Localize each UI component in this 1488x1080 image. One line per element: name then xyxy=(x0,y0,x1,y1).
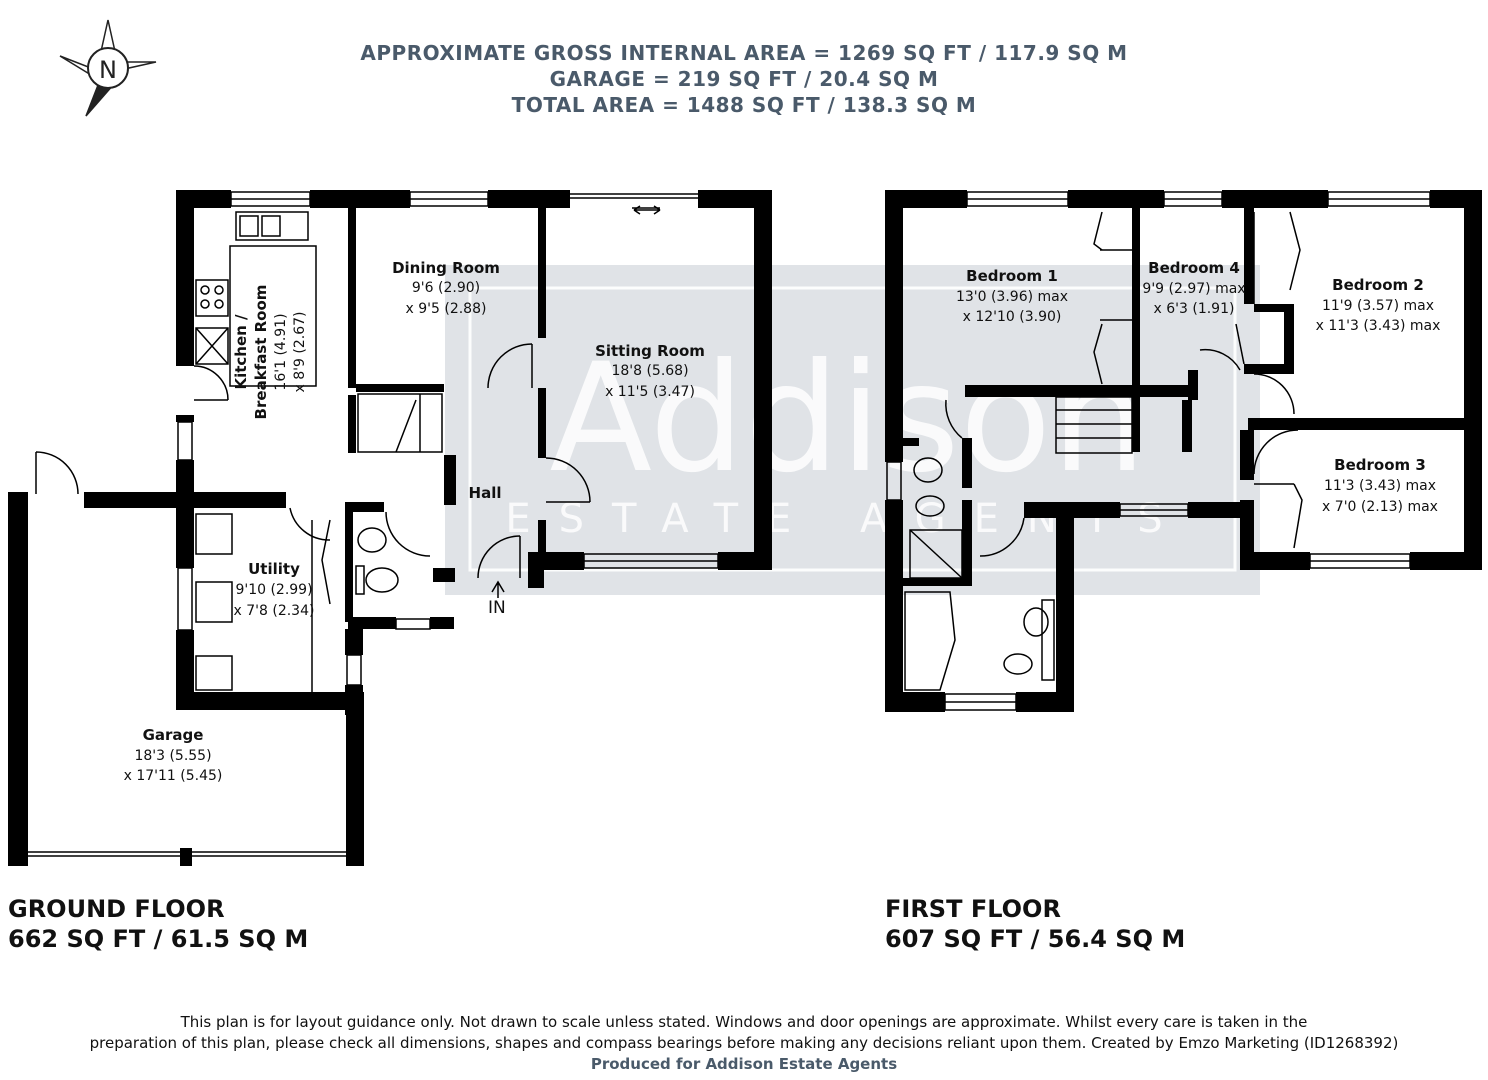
compass-letter: N xyxy=(99,56,117,84)
entrance-label: IN xyxy=(488,598,506,618)
ground-floor-area: 662 SQ FT / 61.5 SQ M xyxy=(8,925,309,953)
total-area: TOTAL AREA = 1488 SQ FT / 138.3 SQ M xyxy=(511,93,977,117)
bedroom4-dim1: 9'9 (2.97) max xyxy=(1142,281,1245,297)
hall-name: Hall xyxy=(469,484,502,502)
kitchen-dim2: x 8'9 (2.67) xyxy=(292,312,308,393)
kitchen-name-2: Breakfast Room xyxy=(252,285,270,420)
bedroom3-dim2: x 7'0 (2.13) max xyxy=(1322,499,1438,515)
room-labels: Dining Room 9'6 (2.90) x 9'5 (2.88) Sitt… xyxy=(124,259,1441,784)
bedroom4-name: Bedroom 4 xyxy=(1148,259,1240,277)
kitchen-label-group: Kitchen / Breakfast Room 16'1 (4.91) x 8… xyxy=(232,285,308,420)
utility-dim2: x 7'8 (2.34) xyxy=(234,603,315,619)
first-floor-area: 607 SQ FT / 56.4 SQ M xyxy=(885,925,1186,953)
ground-floor-walls xyxy=(8,190,772,866)
ground-floor-title: GROUND FLOOR xyxy=(8,895,225,923)
garage-name: Garage xyxy=(143,726,204,744)
bedroom4-dim2: x 6'3 (1.91) xyxy=(1154,301,1235,317)
bedroom2-name: Bedroom 2 xyxy=(1332,276,1424,294)
dining-room-dim2: x 9'5 (2.88) xyxy=(406,301,487,317)
floor-plan: Addison ESTATE AGENTS xyxy=(8,190,1482,866)
bedroom2-dim1: 11'9 (3.57) max xyxy=(1322,298,1434,314)
garage-dim1: 18'3 (5.55) xyxy=(134,748,211,764)
disclaimer-line-2: preparation of this plan, please check a… xyxy=(89,1034,1399,1052)
watermark-brand: Addison xyxy=(549,332,1146,506)
ground-floor-summary: GROUND FLOOR 662 SQ FT / 61.5 SQ M xyxy=(8,894,308,954)
gross-internal-area: APPROXIMATE GROSS INTERNAL AREA = 1269 S… xyxy=(360,41,1128,65)
utility-name: Utility xyxy=(248,560,300,578)
garage-dim2: x 17'11 (5.45) xyxy=(124,768,223,784)
sitting-room-dim1: 18'8 (5.68) xyxy=(611,363,688,379)
first-floor-walls xyxy=(885,190,1482,712)
first-floor-summary: FIRST FLOOR 607 SQ FT / 56.4 SQ M xyxy=(885,894,1185,954)
produced-for: Produced for Addison Estate Agents xyxy=(590,1055,898,1073)
garage-area: GARAGE = 219 SQ FT / 20.4 SQ M xyxy=(549,67,939,91)
first-floor-title: FIRST FLOOR xyxy=(885,895,1061,923)
disclaimer-line-1: This plan is for layout guidance only. N… xyxy=(180,1013,1308,1031)
bedroom3-name: Bedroom 3 xyxy=(1334,456,1426,474)
first-floor-fittings xyxy=(886,191,1431,711)
ground-floor-windows xyxy=(28,191,719,857)
kitchen-name-1: Kitchen / xyxy=(232,314,250,390)
disclaimer: This plan is for layout guidance only. N… xyxy=(0,1012,1488,1075)
kitchen-dim1: 16'1 (4.91) xyxy=(273,313,289,390)
area-summary: APPROXIMATE GROSS INTERNAL AREA = 1269 S… xyxy=(0,40,1488,118)
bedroom1-dim2: x 12'10 (3.90) xyxy=(963,309,1062,325)
compass-north-icon: N xyxy=(59,19,157,117)
dining-room-name: Dining Room xyxy=(392,259,500,277)
bedroom2-dim2: x 11'3 (3.43) max xyxy=(1316,318,1441,334)
dining-room-dim1: 9'6 (2.90) xyxy=(412,280,480,296)
utility-dim1: 9'10 (2.99) xyxy=(235,582,312,598)
bedroom1-name: Bedroom 1 xyxy=(966,267,1058,285)
sitting-room-dim2: x 11'5 (3.47) xyxy=(605,384,695,400)
bedroom3-dim1: 11'3 (3.43) max xyxy=(1324,478,1436,494)
sitting-room-name: Sitting Room xyxy=(595,342,705,360)
bedroom1-dim1: 13'0 (3.96) max xyxy=(956,289,1068,305)
